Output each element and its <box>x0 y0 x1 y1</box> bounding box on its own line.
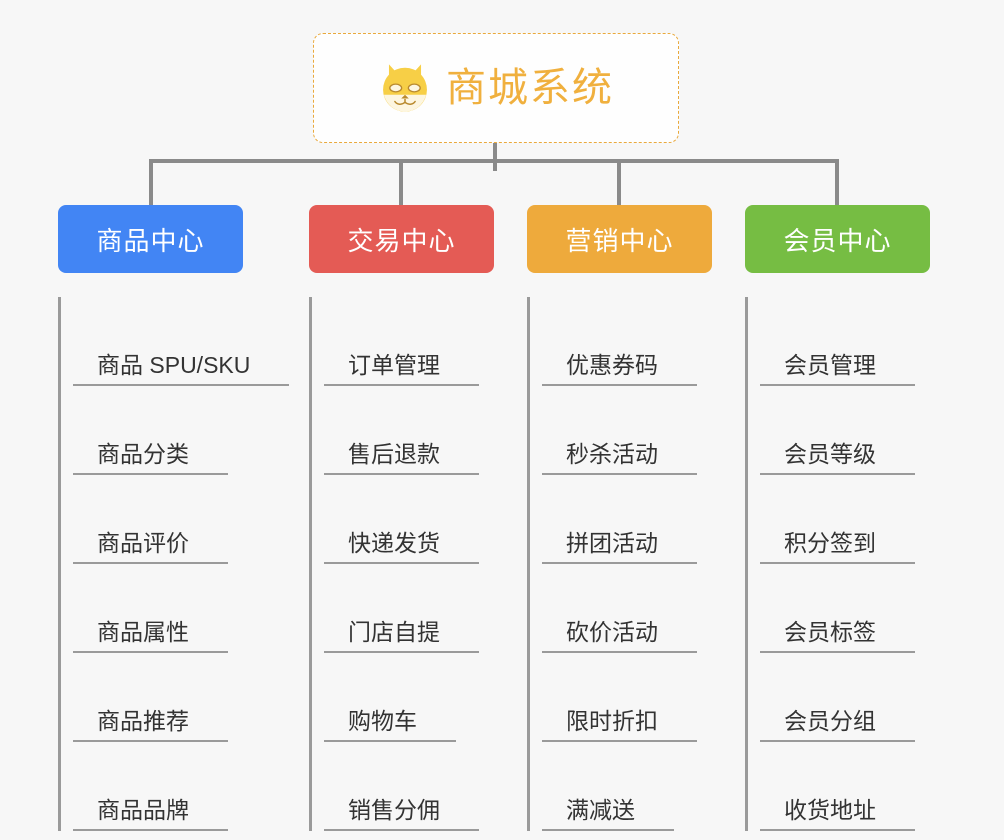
list-item[interactable]: 会员分组 <box>760 653 915 742</box>
leaf-label: 订单管理 <box>348 351 440 378</box>
leaf-label: 门店自提 <box>348 618 440 645</box>
column-marketing-center: 营销中心 优惠券码 秒杀活动 拼团活动 砍价活动 限时折扣 满减送 <box>527 205 712 831</box>
list-item[interactable]: 商品 SPU/SKU <box>73 297 289 386</box>
list-item[interactable]: 优惠券码 <box>542 297 697 386</box>
category-header-marketing-center[interactable]: 营销中心 <box>527 205 712 273</box>
leaf-label: 满减送 <box>566 796 635 823</box>
list-item[interactable]: 会员管理 <box>760 297 915 386</box>
connector-horizontal-bus <box>149 159 839 163</box>
leaf-label: 商品评价 <box>97 529 189 556</box>
category-header-trade-center[interactable]: 交易中心 <box>309 205 494 273</box>
list-item[interactable]: 秒杀活动 <box>542 386 697 475</box>
list-item[interactable]: 商品评价 <box>73 475 228 564</box>
list-item[interactable]: 商品属性 <box>73 564 228 653</box>
list-item[interactable]: 收货地址 <box>760 742 915 831</box>
connector-drop-3 <box>617 159 621 209</box>
list-item[interactable]: 门店自提 <box>324 564 479 653</box>
leaf-label: 秒杀活动 <box>566 440 658 467</box>
list-item[interactable]: 商品品牌 <box>73 742 228 831</box>
root-node[interactable]: 商城系统 <box>313 33 679 143</box>
leaf-label: 会员标签 <box>784 618 876 645</box>
leaf-label: 砍价活动 <box>566 618 658 645</box>
list-item[interactable]: 积分签到 <box>760 475 915 564</box>
leaf-label: 商品推荐 <box>97 707 189 734</box>
list-item[interactable]: 拼团活动 <box>542 475 697 564</box>
leaf-label: 购物车 <box>348 707 417 734</box>
shiba-dog-icon <box>383 64 427 112</box>
leaf-label: 商品 SPU/SKU <box>97 351 251 378</box>
list-item[interactable]: 售后退款 <box>324 386 479 475</box>
list-item[interactable]: 会员等级 <box>760 386 915 475</box>
leaf-label: 会员分组 <box>784 707 876 734</box>
leaf-list-product-center: 商品 SPU/SKU 商品分类 商品评价 商品属性 商品推荐 商品品牌 <box>58 297 289 831</box>
list-item[interactable]: 订单管理 <box>324 297 479 386</box>
list-item[interactable]: 销售分佣 <box>324 742 479 831</box>
list-item[interactable]: 砍价活动 <box>542 564 697 653</box>
connector-drop-2 <box>399 159 403 209</box>
list-item[interactable]: 商品推荐 <box>73 653 228 742</box>
leaf-label: 会员管理 <box>784 351 876 378</box>
leaf-label: 收货地址 <box>784 796 876 823</box>
leaf-label: 积分签到 <box>784 529 876 556</box>
category-header-product-center[interactable]: 商品中心 <box>58 205 243 273</box>
leaf-label: 限时折扣 <box>566 707 658 734</box>
leaf-label: 商品属性 <box>97 618 189 645</box>
leaf-label: 销售分佣 <box>348 796 440 823</box>
column-product-center: 商品中心 商品 SPU/SKU 商品分类 商品评价 商品属性 商品推荐 商品品牌 <box>58 205 289 831</box>
connector-drop-4 <box>835 159 839 209</box>
connector-drop-1 <box>149 159 153 209</box>
leaf-label: 售后退款 <box>348 440 440 467</box>
leaf-list-member-center: 会员管理 会员等级 积分签到 会员标签 会员分组 收货地址 <box>745 297 930 831</box>
leaf-label: 快递发货 <box>348 529 440 556</box>
list-item[interactable]: 限时折扣 <box>542 653 697 742</box>
list-item[interactable]: 满减送 <box>542 742 674 831</box>
category-header-member-center[interactable]: 会员中心 <box>745 205 930 273</box>
list-item[interactable]: 购物车 <box>324 653 456 742</box>
column-member-center: 会员中心 会员管理 会员等级 积分签到 会员标签 会员分组 收货地址 <box>745 205 930 831</box>
leaf-label: 优惠券码 <box>566 351 658 378</box>
leaf-list-trade-center: 订单管理 售后退款 快递发货 门店自提 购物车 销售分佣 <box>309 297 494 831</box>
leaf-label: 会员等级 <box>784 440 876 467</box>
root-title: 商城系统 <box>446 66 614 110</box>
leaf-label: 拼团活动 <box>566 529 658 556</box>
list-item[interactable]: 会员标签 <box>760 564 915 653</box>
column-trade-center: 交易中心 订单管理 售后退款 快递发货 门店自提 购物车 销售分佣 <box>309 205 494 831</box>
leaf-list-marketing-center: 优惠券码 秒杀活动 拼团活动 砍价活动 限时折扣 满减送 <box>527 297 712 831</box>
list-item[interactable]: 商品分类 <box>73 386 228 475</box>
list-item[interactable]: 快递发货 <box>324 475 479 564</box>
leaf-label: 商品分类 <box>97 440 189 467</box>
connector-root-stem <box>493 143 497 171</box>
leaf-label: 商品品牌 <box>97 796 189 823</box>
